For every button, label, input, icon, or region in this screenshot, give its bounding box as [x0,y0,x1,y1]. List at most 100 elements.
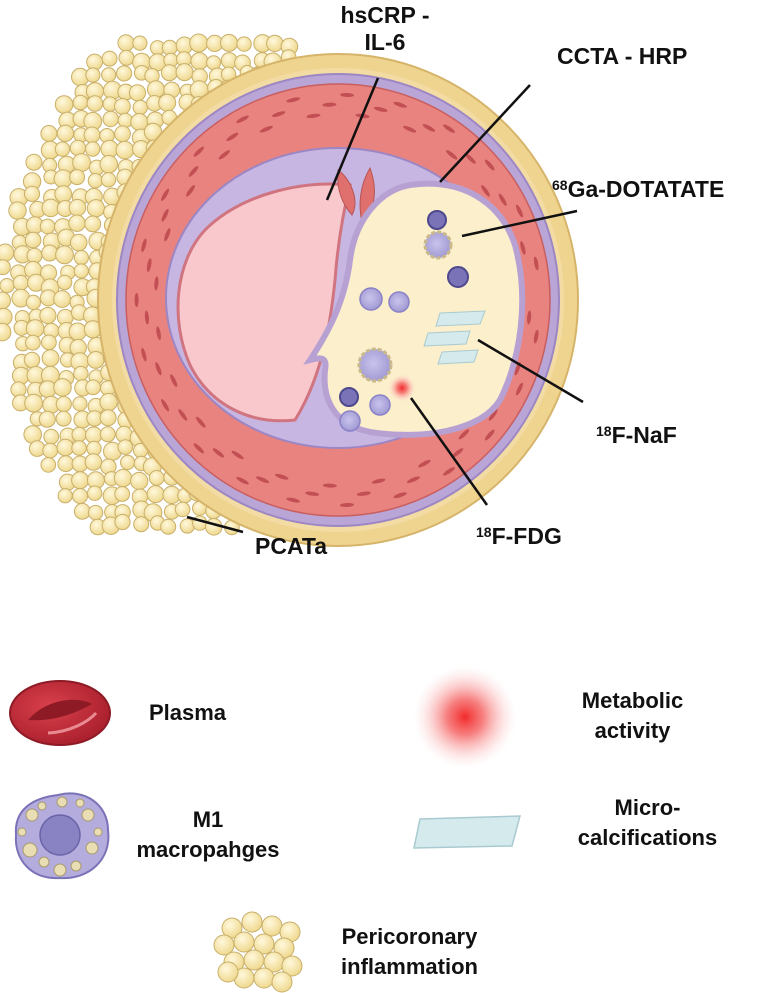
muscle-nucleus [146,258,152,272]
fat-cell [39,306,57,325]
muscle-nucleus [161,188,170,201]
ccta-leader [439,84,531,183]
muscle-nucleus [446,150,458,160]
fat-cell [68,322,87,341]
fat-cell [40,125,58,142]
muscle-nucleus [403,125,417,133]
muscle-nucleus [272,111,286,117]
fat-cell [130,471,149,491]
fat-cell [120,454,136,470]
fat-cell [73,263,89,279]
fat-cell [43,428,60,445]
intima-cell [337,169,356,216]
smooth-muscle-cells [134,92,539,508]
fat-cell [148,470,165,486]
muscle-nucleus [193,443,205,454]
fat-cell [132,35,148,51]
fat-cell [12,274,29,291]
macrophage [339,410,361,432]
fat-cell [40,457,57,473]
fdg-leader [409,397,489,506]
fat-cell [114,125,131,143]
muscle-nucleus [533,256,539,271]
fat-cell [101,50,118,67]
muscle-nucleus [373,106,388,112]
muscle-nucleus [195,416,206,428]
muscle-nucleus [188,165,199,177]
muscle-nucleus [186,185,195,197]
fat-cell [233,931,255,953]
m1-line-1: M1 [192,807,224,832]
muscle-nucleus [141,238,147,253]
muscle-nucleus [154,276,159,291]
metabolic-line-1: Metabolic [581,688,684,713]
fat-cell [72,396,88,412]
naf-label: 18F-NaF [596,422,677,449]
fat-cell [146,485,165,504]
fat-cell [174,501,191,518]
fat-cell [57,488,73,504]
fat-cell [175,63,194,82]
fat-cell [73,365,89,382]
fat-cell [73,250,90,266]
fat-cell [100,172,117,188]
fat-cell [53,378,72,397]
muscle-nucleus [218,150,230,160]
fat-cell [71,471,90,490]
ga-leader [461,209,578,238]
fat-cell [56,124,75,143]
fat-cell [87,504,104,521]
muscle-nucleus [306,113,321,119]
fat-cell [118,49,135,66]
fat-cell [236,36,252,52]
muscle-nucleus [212,448,225,458]
muscle-nucleus [515,382,524,396]
muscle-nucleus [161,399,170,412]
muscle-nucleus [256,476,270,484]
fat-cell [86,351,105,369]
macrophage [388,291,410,313]
monocyte [427,210,447,230]
fat-cell [41,349,60,368]
muscle-nucleus [193,146,205,157]
fat-cell [86,53,103,71]
muscle-nucleus [286,497,301,503]
fat-cell [190,52,209,71]
micro-line-1: Micro- [614,795,681,820]
fat-cell [261,915,283,937]
fat-cell [241,911,263,933]
fat-cell [253,967,275,989]
legend-m1-label: M1 macropahges [128,805,288,865]
fat-cell [56,274,73,291]
fat-cell [221,917,243,939]
fat-cell [72,94,89,111]
fat-cell [0,322,12,342]
muscle-nucleus [134,293,139,307]
fat-cell [39,218,56,235]
fat-cell [24,231,42,249]
muscle-nucleus [484,429,495,441]
fat-cell [56,438,75,457]
naf-isotope: 18 [596,423,612,439]
fat-cell [0,291,11,310]
fat-cell [266,34,284,53]
fat-cell [158,93,177,112]
fat-cell [83,126,101,144]
muscle-nucleus [356,491,371,496]
fat-cell [23,185,41,202]
fat-cell [54,141,71,157]
legend-fat-icon [213,911,303,993]
muscle-nucleus [141,347,147,362]
fat-cell [100,139,119,158]
peri-line-2: inflammation [341,954,478,979]
fat-cell [53,290,71,308]
legend-micro-label: Micro- calcifications [560,793,735,853]
naf-leader [477,338,584,404]
fat-cell [25,334,41,351]
fat-cell [24,393,43,413]
fat-cell [160,64,178,82]
muscle-nucleus [155,362,162,376]
fat-cell [99,155,119,174]
fat-cell [114,98,131,115]
fat-cell [281,955,303,977]
